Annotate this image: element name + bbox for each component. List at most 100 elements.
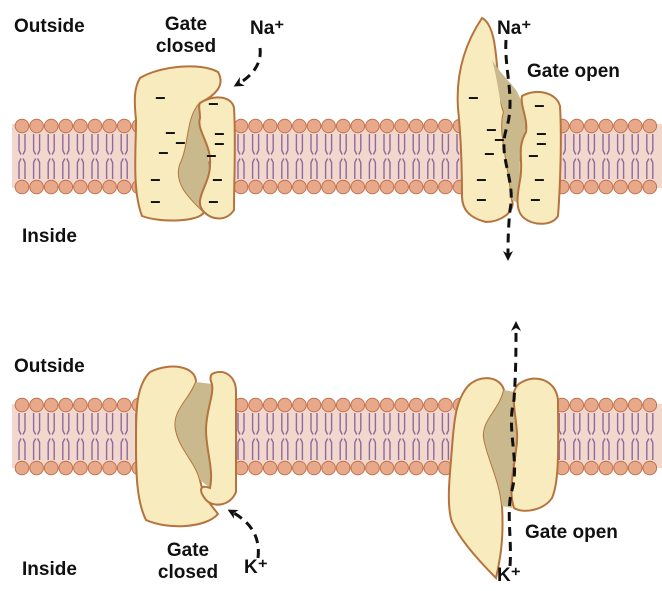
lipid-head [613,397,628,413]
lipid-tail [441,134,450,179]
lipid-tail [383,413,391,460]
lipid-head [321,460,336,476]
lipid-tail [91,413,99,460]
lipid-head [379,118,395,134]
lipid-tail [412,134,420,179]
charge-mark: − [150,170,161,190]
lipid-tail [47,134,55,179]
lipid-tail [354,413,362,460]
lipid-head [29,118,44,134]
lipid-head [292,118,307,134]
lipid-tail [441,413,450,460]
lipid-head [394,179,409,195]
lipid-head [306,460,322,476]
lipid-tail [646,413,654,460]
charge-mark: − [468,88,479,108]
lipid-tail [120,413,128,460]
lipid-head [394,397,409,413]
lipid-head [423,397,439,413]
potassium-ion-label: K⁺ [244,557,268,578]
sodium-channel-open: − − − − − − − − − − − − [456,16,562,225]
lipid-tail [368,134,377,179]
membrane-bottom [12,397,662,476]
lipid-head [102,397,117,413]
lipid-head [58,460,74,476]
lipid-head [321,118,336,134]
charge-mark: − [494,130,505,150]
lipid-head [248,179,263,195]
lipid-head [350,397,366,413]
lipid-head [408,179,424,195]
lipid-tail [76,134,85,179]
lipid-tail [427,134,435,179]
gate-closed-line1: Gate [164,14,208,35]
lipid-tail [339,413,347,460]
lipid-head [58,397,74,413]
lipid-tail [616,134,625,179]
lipid-tail [602,413,610,460]
lipid-head [350,118,366,134]
lipid-head [379,460,395,476]
lipid-head [277,397,293,413]
lipid-tail [558,413,566,460]
lipid-tail [32,134,41,179]
lipid-tail [324,413,333,460]
lipid-head [29,460,44,476]
charge-mark: − [212,170,223,190]
lipid-head [306,179,322,195]
lipid-tail [427,413,435,460]
lipid-head [365,118,380,134]
lipid-head [87,118,103,134]
lipid-head [438,118,453,134]
potassium-channel-open [447,377,560,580]
lipid-head [642,397,658,413]
charge-mark: − [530,190,541,210]
lipid-tail [310,134,318,179]
lipid-head [598,118,614,134]
charge-mark: − [536,134,547,154]
gate-closed-label: Gate closed [148,540,228,584]
membrane-top [12,118,662,195]
lipid-tail [587,413,596,460]
lipid-head [102,179,117,195]
lipid-head [394,118,409,134]
lipid-tail [368,413,377,460]
lipid-head [627,118,643,134]
lipid-head [584,397,599,413]
inside-label: Inside [22,559,77,580]
lipid-tail [324,134,333,179]
lipid-head [277,179,293,195]
charge-mark: − [486,120,497,140]
gate-open-label: Gate open [527,61,620,82]
lipid-head [116,179,132,195]
lipid-tail [32,413,41,460]
lipid-head [613,179,628,195]
charge-mark: − [536,124,547,144]
gate-closed-line2: closed [155,36,217,57]
lipid-head [642,118,658,134]
sodium-channel-closed: − − − − − − − − − − − − [133,65,236,222]
lipid-head [73,397,88,413]
lipid-head [569,460,585,476]
gate-closed-line2: closed [157,562,219,583]
lipid-head [438,397,453,413]
k-flow-arrow [507,321,521,567]
lipid-head [233,179,249,195]
lipid-tail [339,134,347,179]
charge-mark: − [150,192,161,212]
channel-protein-left [447,377,506,580]
gate-closed-line1: Gate [166,540,210,561]
outside-label: Outside [14,16,85,37]
sodium-ion-label: Na⁺ [497,18,532,39]
lipid-head [14,118,30,134]
lipid-head [569,397,585,413]
charge-mark: − [155,88,166,108]
gate-open-label: Gate open [525,522,618,543]
negative-charges: − − − − − − − − − − − − [150,88,225,212]
lipid-head [379,179,395,195]
lipid-tail [18,134,26,179]
lipid-tail [62,134,70,179]
lipid-head [43,460,59,476]
lipid-head [262,118,278,134]
gate-closed-label: Gate closed [146,14,226,58]
